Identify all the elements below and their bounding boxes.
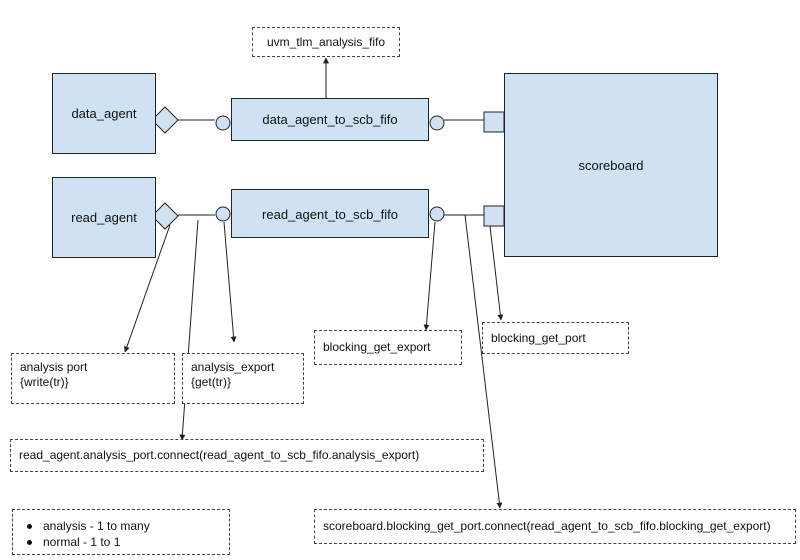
analysis-connect-pointer (179, 219, 199, 441)
analysis-port-note: analysis port {write(tr)} (11, 353, 175, 404)
analysis-export-note: analysis_export {get(tr)} (182, 353, 304, 404)
data-agent-box: data_agent (52, 73, 156, 154)
analysis-port-pointer (123, 224, 171, 353)
analysis-export-label: analysis_export (191, 360, 275, 374)
legend-list: analysis - 1 to many normal - 1 to 1 (21, 518, 221, 550)
analysis-port-method: {write(tr)} (20, 375, 69, 389)
analysis-export-method: {get(tr)} (191, 375, 232, 389)
data-agent-to-scb-fifo-box: data_agent_to_scb_fifo (231, 98, 429, 141)
blocking-get-port-note: blocking_get_port (482, 322, 629, 354)
read-agent-to-scb-fifo-box: read_agent_to_scb_fifo (231, 189, 429, 238)
analysis-port-label: analysis port (20, 360, 88, 374)
legend-item-normal: normal - 1 to 1 (27, 534, 221, 550)
legend-item-analysis: analysis - 1 to many (27, 518, 221, 534)
read-agent-box: read_agent (52, 177, 156, 258)
data-fifo-analysis-export-circle (215, 115, 231, 131)
blocking-get-export-note: blocking_get_export (314, 330, 462, 365)
scoreboard-box: scoreboard (504, 73, 718, 257)
scoreboard-port-top (483, 111, 505, 133)
analysis-export-pointer (223, 221, 237, 343)
scoreboard-port-bottom (483, 205, 505, 227)
analysis-connect-note: read_agent.analysis_port.connect(read_ag… (10, 439, 484, 472)
fifo-type-label: uvm_tlm_analysis_fifo (252, 27, 400, 57)
legend-note: analysis - 1 to many normal - 1 to 1 (12, 509, 230, 555)
read-fifo-analysis-export-circle (215, 206, 231, 222)
scoreboard-connect-note: scoreboard.blocking_get_port.connect(rea… (314, 509, 796, 544)
blocking-get-export-pointer (423, 221, 436, 331)
read-fifo-get-export-circle (429, 206, 445, 222)
scoreboard-connect-pointer (464, 214, 503, 509)
data-fifo-get-export-circle (429, 115, 445, 131)
read-agent-port-diamond (151, 202, 179, 230)
blocking-get-port-pointer (489, 225, 504, 321)
data-agent-port-diamond (151, 106, 179, 134)
